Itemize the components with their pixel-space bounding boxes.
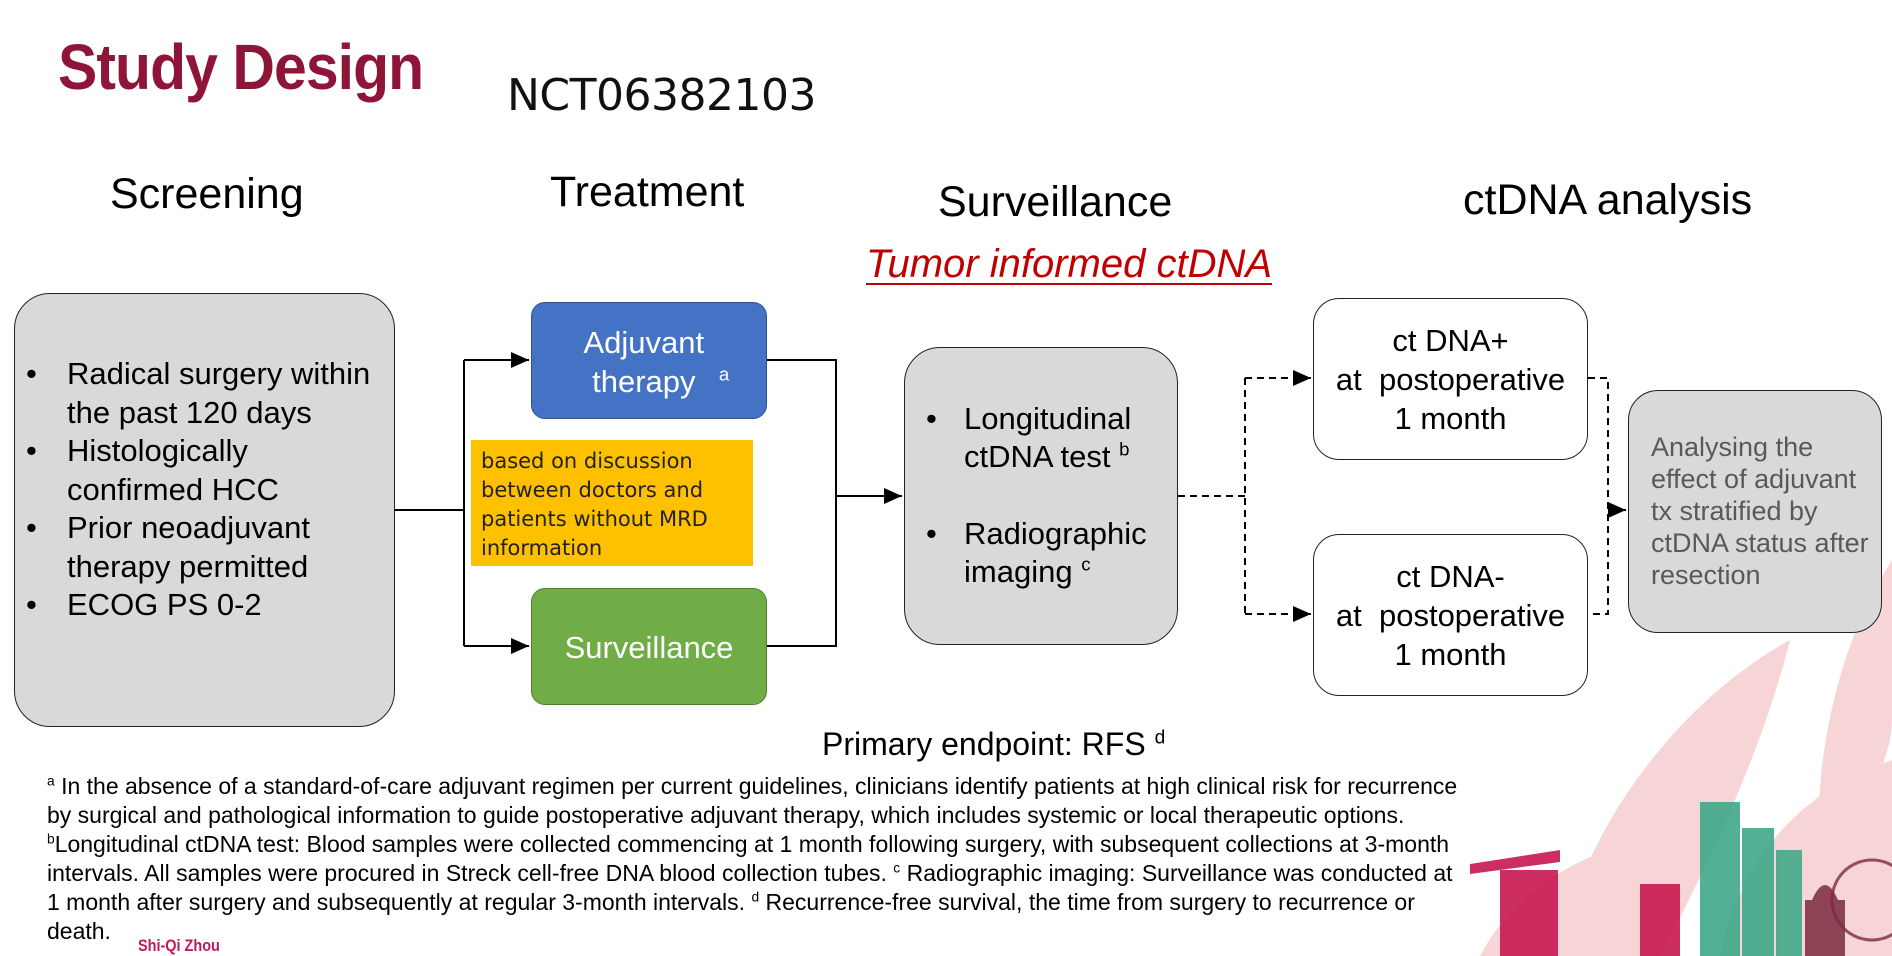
list-item: •Longitudinal ctDNA test b [926, 401, 1132, 474]
footnote-b: Longitudinal ctDNA test: Blood samples w… [47, 831, 1450, 886]
phase-surveillance: Surveillance [938, 178, 1173, 226]
ctdna-negative-box: ct DNA- at postoperative 1 month [1313, 534, 1588, 696]
screening-criteria-list: •Radical surgery within the past 120 day… [14, 355, 374, 625]
surveillance-box [904, 347, 1178, 645]
primary-endpoint: Primary endpoint: RFS d [822, 726, 1166, 762]
analysis-result-box: Analysing the effect of adjuvant tx stra… [1628, 390, 1882, 633]
list-item: •Prior neoadjuvant therapy permitted [26, 510, 310, 584]
footnote-d: Recurrence-free survival, the time from … [47, 889, 1415, 944]
list-item: •Histologically confirmed HCC [26, 433, 279, 507]
phase-screening: Screening [110, 170, 304, 218]
dashed-merge-line [1588, 377, 1609, 615]
trial-id: NCT06382103 [507, 70, 816, 121]
ctdna-positive-box: ct DNA+ at postoperative 1 month [1313, 298, 1588, 460]
footnote-c: Radiographic imaging: Surveillance was c… [47, 860, 1453, 915]
phase-ctdna-analysis: ctDNA analysis [1463, 176, 1753, 224]
author-name: Shi-Qi Zhou [138, 936, 220, 955]
list-item: •Radiographic imaging c [926, 516, 1147, 589]
treatment-merge-line [767, 359, 837, 647]
list-item: •ECOG PS 0-2 [26, 587, 262, 622]
footnote-marker-a: a [718, 363, 730, 385]
surveillance-list: •Longitudinal ctDNA test b •Radiographic… [904, 400, 1178, 630]
adjuvant-therapy-label: Adjuvant therapy [583, 325, 705, 399]
screening-box [14, 293, 395, 727]
footnotes: a In the absence of a standard-of-care a… [47, 773, 1458, 944]
surveillance-arm-box: Surveillance [531, 588, 767, 705]
adjuvant-therapy-box: Adjuvant therapy a [531, 302, 767, 419]
footnote-a: In the absence of a standard-of-care adj… [47, 773, 1458, 828]
tumor-informed-label: Tumor informed ctDNA [866, 242, 1273, 286]
allocation-note: based on discussion between doctors and … [471, 440, 753, 566]
phase-treatment: Treatment [550, 168, 745, 216]
page-title: Study Design [58, 31, 424, 103]
list-item: •Radical surgery within the past 120 day… [26, 356, 371, 430]
